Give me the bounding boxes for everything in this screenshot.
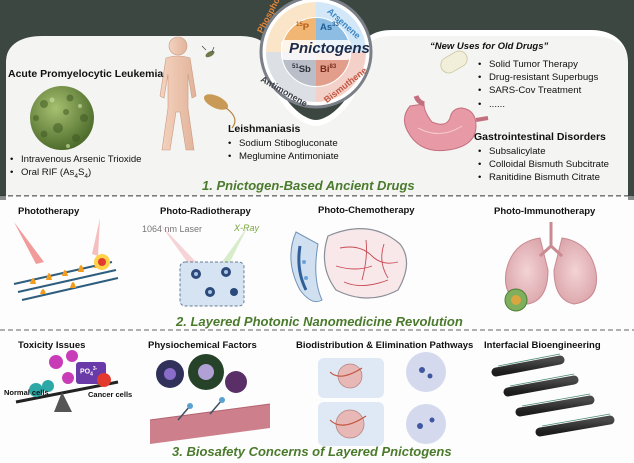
gi-item: Ranitidine Bismuth Citrate [478, 171, 609, 184]
capsule-pill [440, 50, 468, 74]
panel-photo-immunotherapy: Photo-Immunotherapy [494, 206, 596, 217]
gi-list: Subsalicylate Colloidal Bismuth Subcitra… [478, 145, 609, 185]
apl-title: Acute Promyelocytic Leukemia [8, 68, 164, 80]
bismuth-mark: 83 [329, 64, 337, 70]
section1-frame [6, 36, 628, 196]
new-uses-item: Solid Tumor Therapy [478, 58, 598, 71]
human-body [159, 36, 197, 151]
element-antimony: 51Sb [292, 64, 311, 75]
photo-radiotherapy-illustration [160, 224, 248, 307]
panel-biodistribution: Biodistribution & Elimination Pathways [296, 340, 474, 351]
gi-item: Colloidal Bismuth Subcitrate [478, 158, 609, 171]
rif-sub-2: 4 [84, 173, 88, 181]
panel-phototherapy: Phototherapy [18, 206, 80, 217]
new-uses-list: Solid Tumor Therapy Drug-resistant Super… [478, 58, 598, 111]
physiochemical-illustration [149, 354, 271, 444]
gi-item: Subsalicylate [478, 145, 609, 158]
po4-text: PO [80, 368, 91, 376]
rif-close: ) [87, 167, 92, 179]
antimony-mark: 51 [292, 64, 299, 70]
panel-physiochemical: Physiochemical Factors [148, 340, 257, 351]
rif-text: Oral RIF (As [21, 167, 75, 179]
apl-list: Intravenous Arsenic Trioxide Oral RIF (A… [10, 153, 142, 183]
pnictogen-wheel [259, 0, 373, 109]
stomach [404, 95, 489, 152]
leishmania-parasite [201, 45, 236, 129]
arsenic-mark: 33 [332, 22, 339, 28]
apl-item-rif: Oral RIF (As4S4) [10, 166, 142, 183]
leish-item: Meglumine Antimoniate [228, 150, 339, 163]
pnictogens-title: Pnictogens [289, 40, 370, 57]
new-uses-item: Drug-resistant Superbugs [478, 71, 598, 84]
toxicity-seesaw [15, 350, 119, 412]
photo-immunotherapy-illustration [504, 222, 598, 312]
section3-title: 3. Biosafety Concerns of Layered Pnictog… [172, 444, 452, 459]
phosphorus-mark: 15 [296, 22, 303, 28]
leish-item: Sodium Stibogluconate [228, 137, 339, 150]
panel-photo-chemotherapy: Photo-Chemotherapy [318, 205, 415, 216]
xray-label: X-Ray [234, 223, 260, 233]
bismuth-symbol: Bi [320, 64, 330, 76]
phototherapy-illustration [13, 218, 119, 301]
biodistribution-illustration [318, 352, 446, 446]
element-phosphorus: 15P [296, 22, 309, 33]
panel-toxicity: Toxicity Issues [18, 340, 86, 351]
antimony-symbol: Sb [298, 64, 311, 76]
laser-label: 1064 nm Laser [142, 224, 203, 234]
panel-photo-radiotherapy: Photo-Radiotherapy [160, 206, 251, 217]
leukemia-cell [30, 86, 94, 150]
element-bismuth: Bi83 [320, 64, 336, 75]
po4-sub: 4 [90, 371, 93, 378]
new-uses-item: SARS-Cov Treatment [478, 84, 598, 97]
rif-sub-1: 4 [74, 173, 78, 181]
gi-title: Gastrointestinal Disorders [474, 131, 606, 143]
po4-sup: 3- [92, 366, 98, 372]
panel-interfacial: Interfacial Bioengineering [484, 340, 601, 351]
leish-title: Leishmaniasis [228, 123, 301, 135]
section2-title: 2. Layered Photonic Nanomedicine Revolut… [176, 314, 463, 329]
normal-cells-label: Normal cells [4, 388, 49, 397]
cancer-cells-label: Cancer cells [88, 390, 133, 399]
phosphorus-symbol: P [302, 22, 310, 34]
new-uses-item: ...... [478, 98, 598, 111]
section1-title: 1. Pnictogen-Based Ancient Drugs [202, 178, 415, 193]
apl-item: Intravenous Arsenic Trioxide [10, 153, 142, 166]
po4-label: PO43- [80, 366, 97, 378]
leish-list: Sodium Stibogluconate Meglumine Antimoni… [228, 137, 339, 163]
new-uses-title: “New Uses for Old Drugs” [430, 41, 549, 52]
interfacial-illustration [491, 353, 615, 437]
rif-mid: S [77, 167, 85, 179]
arsenic-symbol: As [320, 22, 333, 34]
element-arsenic: As33 [320, 22, 339, 33]
photo-chemotherapy-illustration [290, 228, 408, 303]
